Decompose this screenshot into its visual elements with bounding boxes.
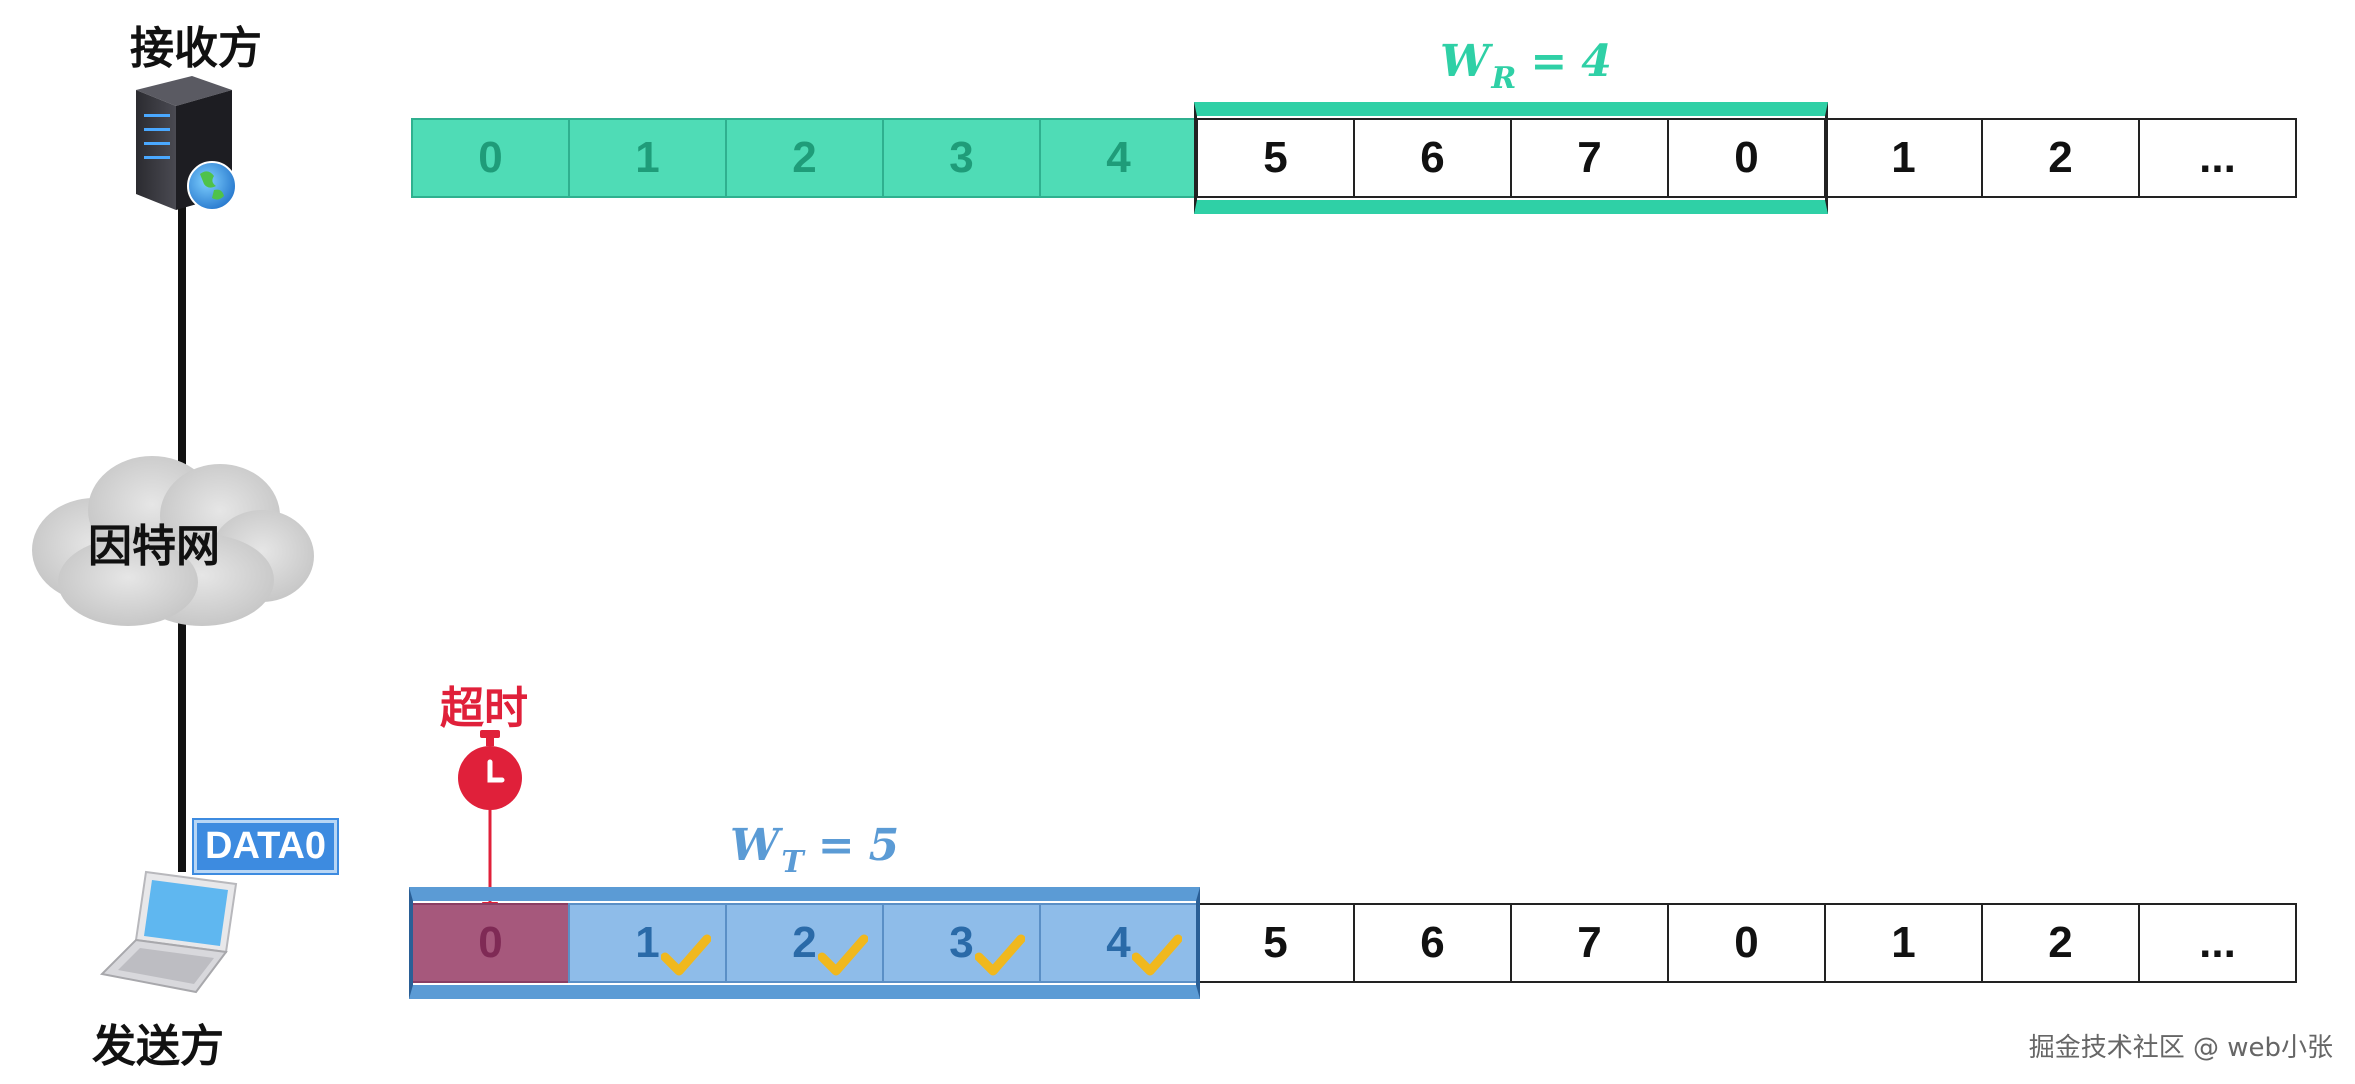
sender-seq-number: 0 [1734, 918, 1759, 967]
sender-seq-cell: 2 [1981, 903, 2140, 983]
sender-seq-cell: 0 [1667, 903, 1826, 983]
sender-seq-number: 5 [1263, 918, 1288, 967]
packet-data0: DATA0 [194, 820, 338, 873]
receiver-seq-cell: 3 [882, 118, 1041, 198]
receiver-label: 接收方 [130, 23, 262, 74]
receiver-seq-number: 6 [1420, 133, 1445, 182]
receiver-seq-cell: 7 [1510, 118, 1669, 198]
receiver-seq-number: 5 [1263, 133, 1288, 182]
stopwatch-icon [458, 730, 522, 810]
sender-seq-number: 4 [1106, 918, 1131, 967]
sender-seq-cell: 3 [882, 903, 1041, 983]
sender-seq-number: 7 [1577, 918, 1602, 967]
sender-seq-cell: 6 [1353, 903, 1512, 983]
receiver-seq-cell: 1 [1824, 118, 1983, 198]
receiver-seq-cell: 0 [1667, 118, 1826, 198]
receiver-seq-number: 2 [2048, 133, 2073, 182]
sender-seq-number: 1 [1891, 918, 1916, 967]
sender-seq-cell: 0 [411, 903, 570, 983]
receiver-seq-number: 4 [1106, 133, 1131, 182]
sender-seq-number: ... [2199, 918, 2236, 967]
watermark: 掘金技术社区 @ web小张 [2028, 1033, 2333, 1063]
link-line-top [178, 196, 186, 466]
receiver-seq-number: ... [2199, 133, 2236, 182]
receiver-seq-cell: 6 [1353, 118, 1512, 198]
receiver-seq-cell: 2 [725, 118, 884, 198]
sender-seq-number: 1 [635, 918, 660, 967]
link-line-bottom [178, 616, 186, 872]
receiver-seq-number: 0 [478, 133, 503, 182]
sender-seq-cell: 5 [1196, 903, 1355, 983]
sender-seq-number: 2 [2048, 918, 2073, 967]
sender-seq-number: 3 [949, 918, 974, 967]
receiver-seq-number: 7 [1577, 133, 1602, 182]
receiver-sequence-strip: 0 1 2 3 4 5 6 7 0 1 2... [411, 118, 2297, 198]
sender-seq-cell: 1 [568, 903, 727, 983]
sender-seq-number: 0 [478, 918, 503, 967]
receiver-seq-cell: ... [2138, 118, 2297, 198]
receiver-seq-cell: 4 [1039, 118, 1198, 198]
receiver-seq-cell: 1 [568, 118, 727, 198]
sender-seq-cell: 1 [1824, 903, 1983, 983]
sender-sequence-strip: 0 1 2 3 4 5 6 7 0 1 2... [411, 903, 2297, 983]
sender-label: 发送方 [92, 1021, 224, 1072]
receiver-seq-cell: 5 [1196, 118, 1355, 198]
network-label: 因特网 [88, 521, 220, 572]
sender-seq-cell: ... [2138, 903, 2297, 983]
checkmark-icon [818, 934, 868, 976]
laptop-icon [99, 870, 238, 994]
sender-window-label: WT=5 [730, 820, 900, 880]
checkmark-icon [1132, 934, 1182, 976]
checkmark-icon [661, 934, 711, 976]
receiver-seq-number: 2 [792, 133, 817, 182]
receiver-seq-number: 1 [635, 133, 660, 182]
sender-seq-number: 6 [1420, 918, 1445, 967]
sender-seq-number: 2 [792, 918, 817, 967]
cloud-icon [32, 456, 314, 626]
receiver-seq-cell: 2 [1981, 118, 2140, 198]
server-icon [136, 76, 237, 211]
receiver-seq-number: 1 [1891, 133, 1916, 182]
receiver-seq-cell: 0 [411, 118, 570, 198]
receiver-window-label: WR=4 [1440, 36, 1612, 96]
sender-seq-cell: 7 [1510, 903, 1669, 983]
sender-seq-cell: 4 [1039, 903, 1198, 983]
receiver-seq-number: 0 [1734, 133, 1759, 182]
checkmark-icon [975, 934, 1025, 976]
sender-seq-cell: 2 [725, 903, 884, 983]
receiver-seq-number: 3 [949, 133, 974, 182]
timeout-label: 超时 [440, 683, 528, 734]
